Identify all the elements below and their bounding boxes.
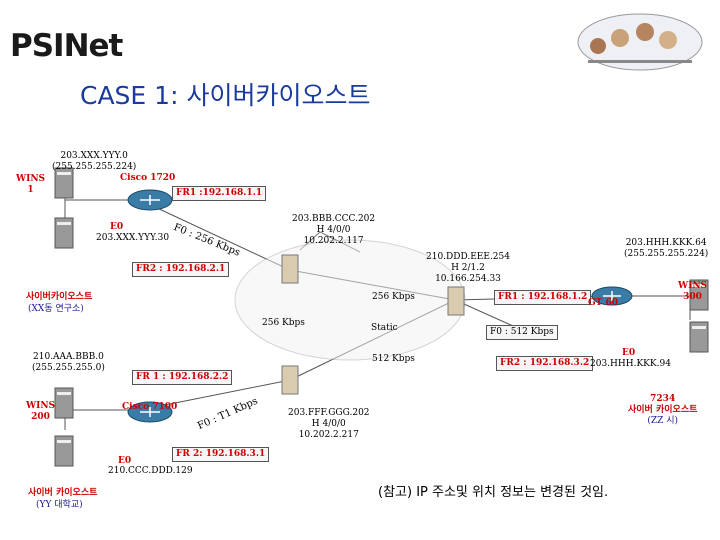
wins-text: WINS <box>678 281 708 291</box>
hub-interface: H 4/0/0 <box>316 225 351 235</box>
fr2-label-c: FR 2: 192.168.3.1 <box>172 447 270 462</box>
hub-address: 203.FFF.GGG.202 <box>288 408 370 418</box>
cisco1720-label: Cisco 1720 <box>120 173 176 183</box>
hub-fff-label: 203.FFF.GGG.202 H 4/0/0 10.202.2.217 <box>288 408 370 441</box>
f0-512-label: F0 : 512 Kbps <box>486 325 558 340</box>
cisco7100-label: Cisco 7100 <box>122 402 178 412</box>
subnet-mask: (255.255.255.0) <box>32 363 105 373</box>
site-yy-sub: (YY 대학교) <box>36 500 83 510</box>
site-xx-label: 사이버카이오스트 <box>26 292 93 302</box>
subnet-address: 210.AAA.BBB.0 <box>33 352 104 362</box>
wins200-label: WINS 200 <box>26 401 55 423</box>
e0-ip-a: 203.XXX.YYY.30 <box>96 233 170 243</box>
e0-label-b: E0 <box>622 348 636 358</box>
hub-address: 210.DDD.EEE.254 <box>426 252 510 262</box>
switch-icon-ddd <box>447 286 465 316</box>
fr2-label-b: FR2 : 192.168.3.2 <box>496 356 594 371</box>
e0-label-c: E0 <box>118 456 132 466</box>
server-icon-wins300 <box>689 279 709 311</box>
router-icon-cisco1720 <box>127 189 173 211</box>
site-location: (ZZ 시) <box>647 416 679 426</box>
subnet-mask: (255.255.255.224) <box>624 249 709 259</box>
hub-address: 203.BBB.CCC.202 <box>292 214 376 224</box>
site-name: 사이버 카이오스트 <box>628 405 698 415</box>
page-title: CASE 1: 사이버카이오스트 <box>80 81 371 110</box>
e0-ip-b: 203.HHH.KKK.94 <box>590 359 671 369</box>
server-icon-yy <box>54 435 74 467</box>
fr2-label-a: FR2 : 192.168.2.1 <box>132 262 230 277</box>
subnet-mask: (255.255.255.224) <box>52 162 137 172</box>
link-speed-256-b: 256 Kbps <box>262 318 305 328</box>
site-xx-sub: (XX동 연구소) <box>28 304 84 314</box>
subnet-address: 203.HHH.KKK.64 <box>625 238 707 248</box>
hub-interface: H 2/1.2 <box>451 263 485 273</box>
gt60-label: GT 60 <box>588 298 619 308</box>
psinet-logo: PSINet <box>10 28 123 64</box>
wins-text: WINS <box>26 401 56 411</box>
wins-number: 200 <box>31 412 50 422</box>
static-label: Static <box>371 323 398 333</box>
subnet-label-aaa: 210.AAA.BBB.0 (255.255.255.0) <box>32 352 105 374</box>
server-icon-wins200 <box>54 387 74 419</box>
globe-people-image <box>577 13 703 71</box>
link-speed-512: 512 Kbps <box>372 354 415 364</box>
subnet-address: 203.XXX.YYY.0 <box>60 151 128 161</box>
wins300-label: WINS 300 <box>678 281 707 303</box>
router-icon-cisco7100 <box>127 401 173 423</box>
switch-icon-fff <box>281 365 299 395</box>
hub-ddd-label: 210.DDD.EEE.254 H 2/1.2 10.166.254.33 <box>426 252 510 285</box>
fr1-label-c: FR 1 : 192.168.2.2 <box>132 370 233 385</box>
hub-ip: 10.202.2.117 <box>303 236 364 246</box>
site-number: 7234 <box>650 394 676 404</box>
e0-label-a: E0 <box>110 222 124 232</box>
site-7234-label: 7234 사이버 카이오스트 (ZZ 시) <box>628 394 697 427</box>
server-icon-hhh <box>689 321 709 353</box>
e0-ip-c: 210.CCC.DDD.129 <box>108 466 193 476</box>
router-icon-gt60 <box>591 286 633 306</box>
site-yy-label: 사이버 카이오스트 <box>28 488 98 498</box>
wins-number: 300 <box>683 292 702 302</box>
hub-ip: 10.202.2.217 <box>298 430 359 440</box>
wins1-label: WINS 1 <box>16 174 45 196</box>
hub-interface: H 4/0/0 <box>311 419 346 429</box>
fr1-label-a: FR1 :192.168.1.1 <box>172 186 267 201</box>
wins-text: WINS <box>16 174 46 184</box>
hub-bbb-label: 203.BBB.CCC.202 H 4/0/0 10.202.2.117 <box>292 214 375 247</box>
footnote: (참고) IP 주소및 위치 정보는 변경된 것임. <box>378 485 609 500</box>
fr1-label-b: FR1 : 192.168.1.2 <box>494 290 592 305</box>
server-icon-wins1 <box>54 167 74 199</box>
server-icon-left <box>54 217 74 249</box>
subnet-label-hhh: 203.HHH.KKK.64 (255.255.255.224) <box>624 238 708 260</box>
switch-icon-bbb <box>281 254 299 284</box>
hub-ip: 10.166.254.33 <box>435 274 501 284</box>
link-speed-256-a: 256 Kbps <box>372 292 415 302</box>
wins-number: 1 <box>27 185 34 195</box>
subnet-label-xxx: 203.XXX.YYY.0 (255.255.255.224) <box>52 151 136 173</box>
